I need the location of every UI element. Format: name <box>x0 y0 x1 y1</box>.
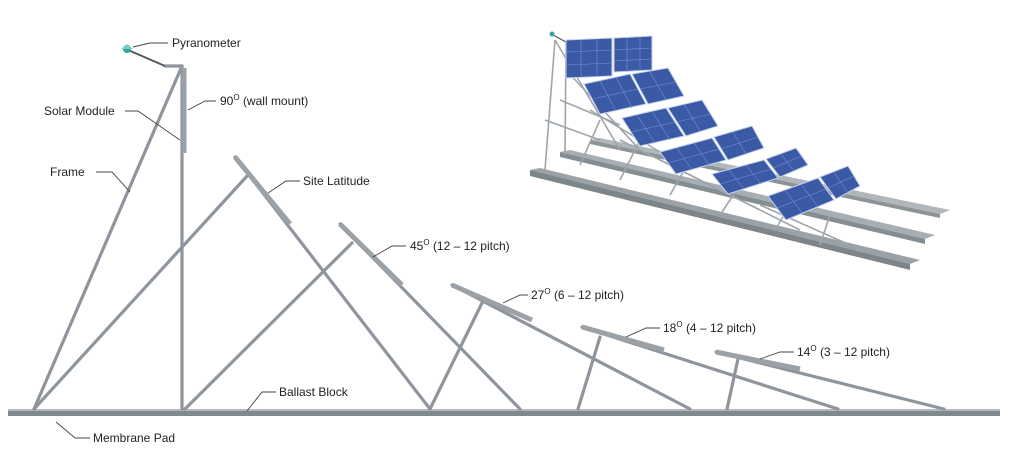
label-solar-module: Solar Module <box>44 104 115 118</box>
3d-panel-row-18 <box>711 147 809 195</box>
3d-panel-row-90 <box>565 35 653 79</box>
module-27 <box>450 282 534 323</box>
3d-panel-row-latitude <box>583 67 685 115</box>
label-tilt-90: 90O (wall mount) <box>220 93 308 108</box>
leader-lines <box>55 42 794 439</box>
module-site-latitude <box>233 155 292 226</box>
label-site-latitude: Site Latitude <box>303 174 370 188</box>
label-tilt-18: 18O (4 – 12 pitch) <box>663 320 756 335</box>
ground-base <box>8 409 1000 416</box>
3d-panel-row-14 <box>767 165 861 221</box>
solar-modules <box>181 68 801 372</box>
3d-panel-row-45 <box>621 99 719 147</box>
label-ballast-block: Ballast Block <box>279 385 349 399</box>
label-tilt-27: 27O (6 – 12 pitch) <box>531 287 624 302</box>
diagram-labels: Pyranometer Solar Module Frame 90O (wall… <box>44 36 890 445</box>
3d-solar-array-render <box>530 31 950 270</box>
pyranometer-sensor <box>121 44 166 67</box>
module-45 <box>338 222 404 287</box>
module-18 <box>581 324 665 353</box>
3d-panel-row-27 <box>659 125 765 175</box>
label-tilt-45: 45O (12 – 12 pitch) <box>410 238 510 253</box>
label-tilt-14: 14O (3 – 12 pitch) <box>797 344 890 359</box>
label-membrane-pad: Membrane Pad <box>93 431 175 445</box>
label-frame: Frame <box>50 165 85 179</box>
module-14 <box>715 349 801 372</box>
label-pyranometer: Pyranometer <box>172 36 241 50</box>
